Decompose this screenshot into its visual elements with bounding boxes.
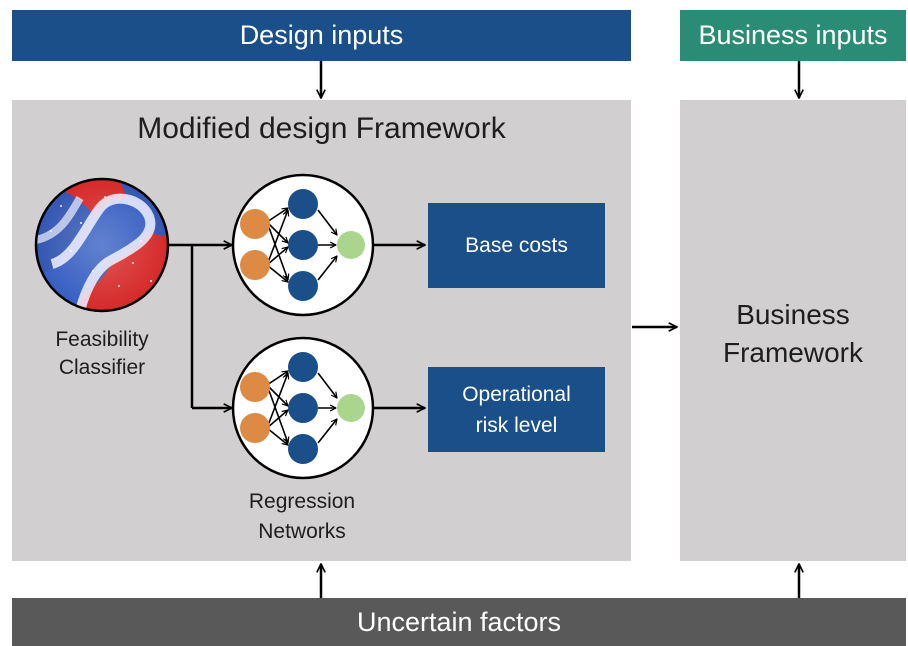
regression-network-1 (231, 173, 375, 317)
classifier-label-line2: Classifier (58, 356, 146, 379)
operational-risk-line2: risk level (475, 413, 558, 437)
operational-risk-line1: Operational (462, 382, 571, 406)
regression-network-2 (231, 336, 375, 480)
business-framework-title: Business Framework (680, 296, 906, 372)
uncertain-factors-label: Uncertain factors (356, 606, 562, 637)
modified-framework-title: Modified design Framework (137, 112, 506, 145)
design-inputs-banner: Design inputs (12, 10, 631, 61)
business-framework-line1: Business (736, 299, 850, 330)
uncertain-factors-banner: Uncertain factors (12, 598, 906, 646)
regression-label-line1: Regression (248, 490, 356, 513)
design-inputs-label: Design inputs (239, 20, 404, 50)
regression-label-line2: Networks (258, 520, 346, 543)
base-costs-label: Base costs (465, 234, 568, 257)
regression-networks-label: Regression Networks (222, 487, 382, 547)
business-framework-line2: Framework (722, 337, 863, 368)
base-costs-box: Base costs (428, 203, 605, 288)
business-inputs-label: Business inputs (698, 20, 888, 50)
classifier-label-line1: Feasibility (55, 328, 149, 351)
feasibility-classifier-icon (34, 177, 170, 313)
business-framework-panel (680, 100, 906, 561)
business-inputs-banner: Business inputs (680, 10, 906, 61)
operational-risk-box: Operational risk level (428, 367, 605, 452)
feasibility-classifier-label: Feasibility Classifier (22, 326, 182, 382)
